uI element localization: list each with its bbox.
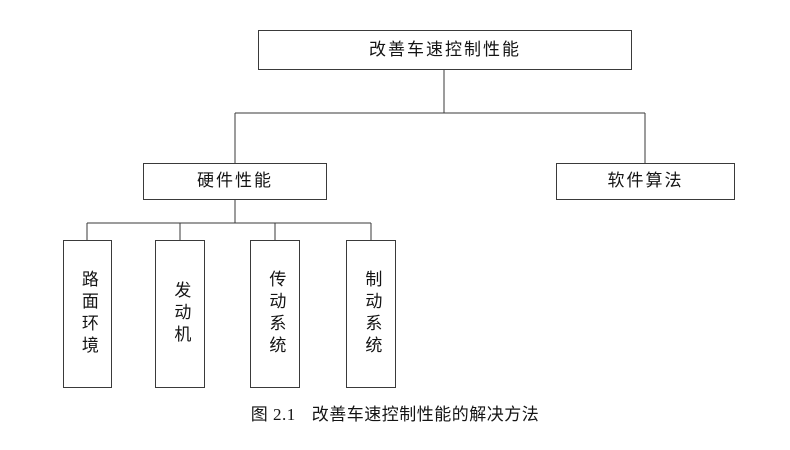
- node-braking-system-label: 制动系统: [362, 270, 382, 358]
- node-engine: 发动机: [155, 240, 205, 388]
- node-engine-label: 发动机: [171, 281, 191, 347]
- figure-caption-number: 图 2.1: [250, 405, 296, 424]
- node-braking-system: 制动系统: [346, 240, 396, 388]
- node-hardware-label: 硬件性能: [197, 171, 273, 191]
- node-transmission-system-label: 传动系统: [266, 270, 286, 358]
- figure-caption-text: 改善车速控制性能的解决方法: [311, 405, 540, 424]
- figure-caption: 图 2.1 改善车速控制性能的解决方法: [0, 400, 790, 425]
- node-root-improve-speed-control: 改善车速控制性能: [258, 30, 632, 70]
- node-software-label: 软件算法: [607, 171, 684, 191]
- node-software-algorithm: 软件算法: [556, 163, 735, 200]
- node-transmission-system: 传动系统: [250, 240, 300, 388]
- node-hardware-performance: 硬件性能: [143, 163, 327, 200]
- node-root-label: 改善车速控制性能: [369, 39, 521, 59]
- node-road-environment-label: 路面环境: [78, 270, 98, 358]
- node-road-environment: 路面环境: [63, 240, 112, 388]
